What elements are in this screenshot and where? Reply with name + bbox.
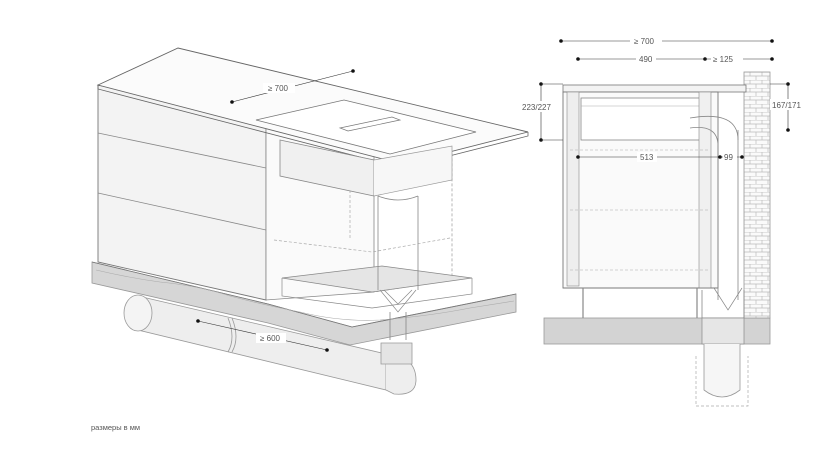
- section-depth-label: 490: [639, 55, 653, 64]
- section-gap-dimension: ≥ 125: [705, 54, 774, 64]
- section-duct-offset-dimension: 99: [720, 152, 744, 162]
- section-inner-width-label: 513: [640, 153, 654, 162]
- perspective-depth-dimension: ≥ 700: [230, 69, 355, 104]
- section-duct: [689, 110, 749, 407]
- section-inner-width-dimension: 513: [576, 152, 722, 162]
- perspective-view: ≥ 700 ≥ 600: [91, 47, 529, 395]
- perspective-depth-label: ≥ 700: [268, 84, 289, 93]
- section-duct-offset-label: 99: [724, 153, 733, 162]
- perspective-duct-label: ≥ 600: [260, 334, 281, 343]
- section-gap-label: ≥ 125: [713, 55, 734, 64]
- countertop: [96, 47, 529, 197]
- section-width-label: ≥ 700: [634, 37, 655, 46]
- perspective-duct-dimension: ≥ 600: [196, 319, 329, 352]
- section-cabinet: [562, 91, 719, 318]
- section-depth-dimension: 490: [576, 54, 707, 64]
- section-view: ≥ 700 490 ≥ 125 223/227: [521, 36, 812, 407]
- section-countertop: [562, 84, 747, 93]
- section-left-height-dimension: 223/227: [521, 82, 563, 142]
- section-left-height-label: 223/227: [522, 103, 551, 112]
- floor-slab: [91, 261, 517, 346]
- units-caption: размеры в мм: [91, 423, 141, 432]
- section-width-dimension: ≥ 700: [559, 36, 774, 46]
- section-right-height-label: 167/171: [772, 101, 801, 110]
- vertical-duct: [377, 195, 419, 340]
- section-right-height-dimension: 167/171: [770, 82, 812, 132]
- brick-wall: [743, 71, 771, 319]
